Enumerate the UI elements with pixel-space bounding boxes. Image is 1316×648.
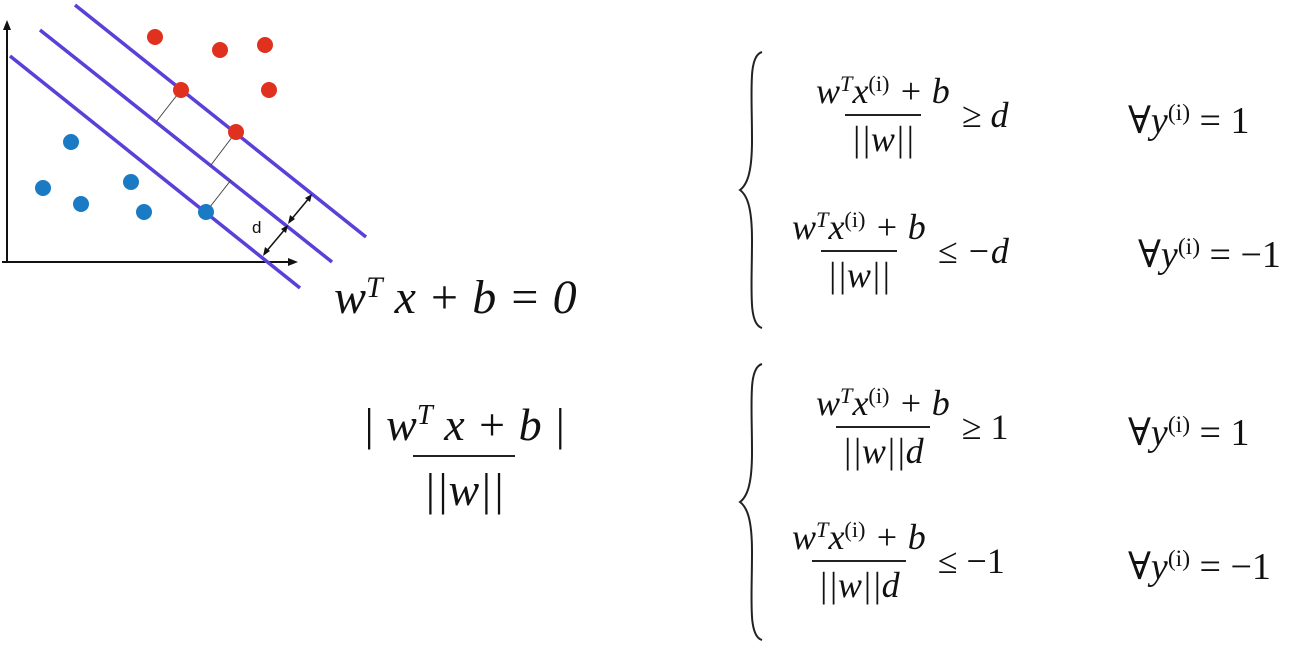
s2r2-x: x <box>828 517 845 557</box>
distance-formula: | wT x + b | ||w|| <box>352 398 576 516</box>
support-connectors <box>155 89 237 213</box>
s2r1-rel: ≥ 1 <box>961 407 1009 447</box>
s2r1-den: ||w||d <box>836 426 930 472</box>
eq-rest: x + b = 0 <box>394 271 577 324</box>
lower-margin-line <box>8 54 302 290</box>
s1r1-w: w <box>816 71 841 111</box>
system2-row2-cond: ∀y(i) = −1 <box>1128 544 1271 589</box>
positive-point <box>261 82 277 98</box>
s2r2-cond: ∀y <box>1128 546 1168 588</box>
left-brace-top <box>738 51 763 329</box>
s1r2-x: x <box>828 207 845 247</box>
decision-boundary-line <box>38 28 334 264</box>
s1r1-den: ||w|| <box>845 114 921 160</box>
s2r1-wsup: T <box>840 382 853 408</box>
positive-points <box>147 29 277 140</box>
s2r2-w: w <box>792 517 817 557</box>
s1r1-cond-rest: = 1 <box>1199 100 1250 142</box>
system1-row2-cond: ∀y(i) = −1 <box>1138 232 1281 277</box>
upper-margin-line <box>73 3 368 239</box>
s1r2-cond-sup: (i) <box>1177 234 1201 261</box>
negative-point <box>73 196 89 212</box>
margin-arrows: d <box>252 194 312 256</box>
x-axis-arrow <box>288 258 298 266</box>
s1r2-xsup: (i) <box>844 206 866 232</box>
dist-num-rest: x + b | <box>444 399 566 450</box>
system2-row1: wTx(i) + b ||w||d ≥ 1 <box>810 382 1009 472</box>
hyperplane-equation: wT x + b = 0 <box>334 270 577 325</box>
y-axis-arrow <box>3 20 11 30</box>
negative-point <box>63 134 79 150</box>
positive-point <box>147 29 163 45</box>
system1-row1-cond: ∀y(i) = 1 <box>1128 98 1249 143</box>
negative-point <box>123 174 139 190</box>
positive-point <box>257 37 273 53</box>
s2r1-xsup: (i) <box>868 382 890 408</box>
s1r1-cond-sup: (i) <box>1167 100 1191 127</box>
negative-point <box>136 204 152 220</box>
s2r2-den: ||w||d <box>812 560 906 606</box>
s1r1-x: x <box>852 71 869 111</box>
s1r2-rel: ≤ −d <box>937 231 1009 271</box>
s2r1-w: w <box>816 383 841 423</box>
s1r2-w: w <box>792 207 817 247</box>
positive-point <box>228 124 244 140</box>
s1r2-cond: ∀y <box>1138 234 1178 276</box>
positive-point <box>212 42 228 58</box>
system1-row1: wTx(i) + b ||w|| ≥ d <box>810 70 1009 160</box>
negative-point <box>198 204 214 220</box>
s1r1-rest: + b <box>898 71 950 111</box>
arrowhead <box>263 247 270 256</box>
s1r1-wsup: T <box>840 70 853 96</box>
dist-num-left: | w <box>362 399 417 450</box>
s1r2-wsup: T <box>816 206 829 232</box>
s2r2-rel: ≤ −1 <box>937 541 1005 581</box>
s1r2-den: ||w|| <box>821 250 897 296</box>
s2r1-cond-sup: (i) <box>1167 412 1191 439</box>
left-brace-bottom <box>738 363 763 641</box>
arrowhead <box>288 215 295 224</box>
dist-den: ||w|| <box>413 455 515 516</box>
s2r1-x: x <box>852 383 869 423</box>
arrowhead <box>305 194 312 202</box>
s2r2-rest: + b <box>874 517 926 557</box>
system2-row1-cond: ∀y(i) = 1 <box>1128 410 1249 455</box>
eq-sup: T <box>366 270 383 304</box>
s1r2-cond-rest: = −1 <box>1209 234 1281 276</box>
margin-arrow-lower <box>264 227 287 254</box>
margin-arrow-upper <box>289 196 311 222</box>
s2r1-rest: + b <box>898 383 950 423</box>
negative-points <box>35 134 214 220</box>
arrowhead <box>281 225 288 233</box>
negative-point <box>35 180 51 196</box>
margin-label: d <box>252 218 261 237</box>
system1-row2: wTx(i) + b ||w|| ≤ −d <box>786 206 1009 296</box>
dist-num-sup: T <box>416 400 433 432</box>
s1r2-rest: + b <box>874 207 926 247</box>
s2r1-cond-rest: = 1 <box>1199 412 1250 454</box>
axes <box>2 20 298 266</box>
s2r2-cond-rest: = −1 <box>1199 546 1271 588</box>
positive-point <box>173 82 189 98</box>
hyperplanes <box>8 3 368 290</box>
eq-w: w <box>334 271 367 324</box>
svm-margin-diagram: d <box>2 3 368 290</box>
s1r1-xsup: (i) <box>868 70 890 96</box>
s2r2-wsup: T <box>816 516 829 542</box>
s1r1-cond: ∀y <box>1128 100 1168 142</box>
s1r1-rel: ≥ d <box>961 95 1009 135</box>
s2r2-cond-sup: (i) <box>1167 546 1191 573</box>
s2r2-xsup: (i) <box>844 516 866 542</box>
system2-row2: wTx(i) + b ||w||d ≤ −1 <box>786 516 1005 606</box>
s2r1-cond: ∀y <box>1128 412 1168 454</box>
